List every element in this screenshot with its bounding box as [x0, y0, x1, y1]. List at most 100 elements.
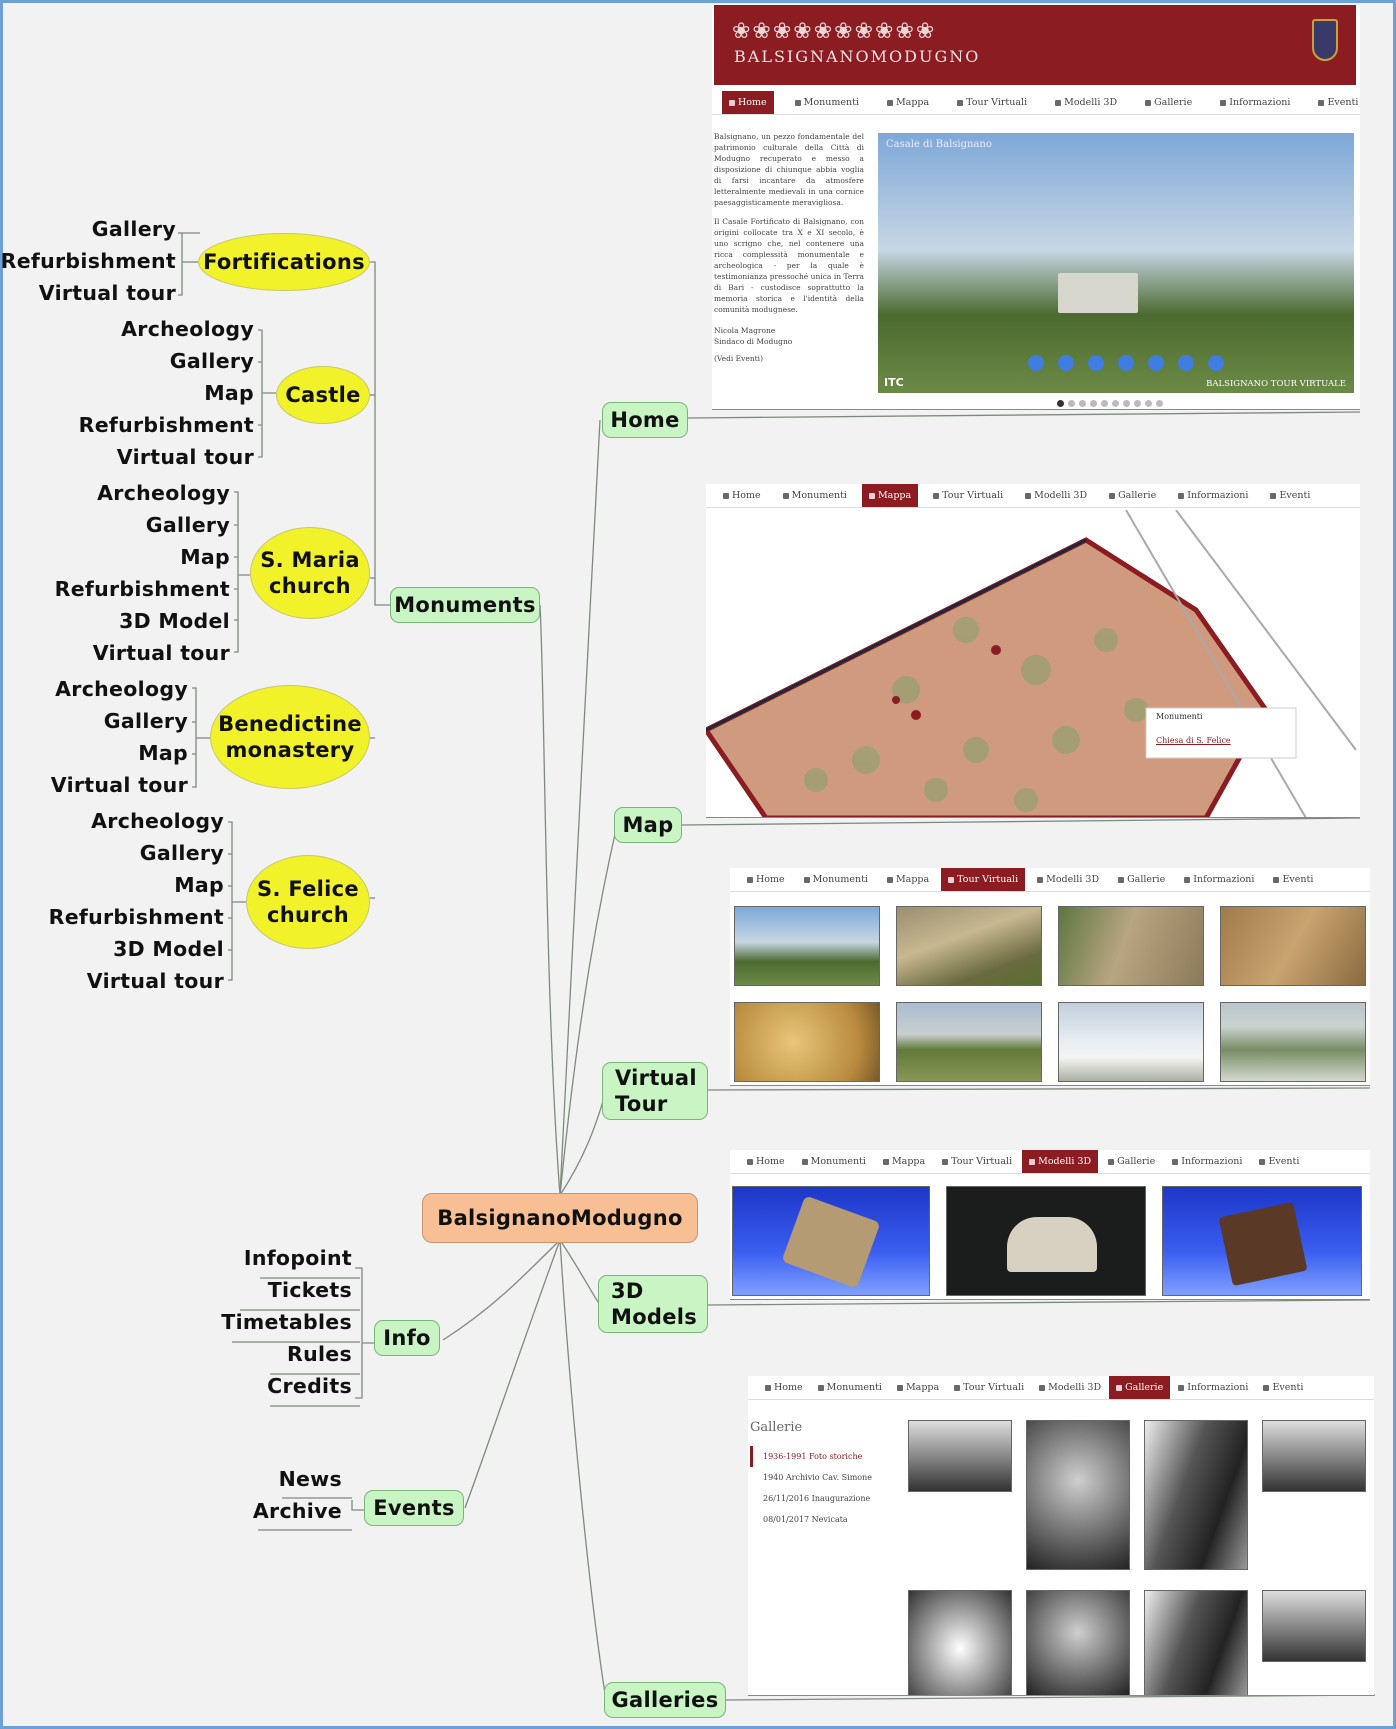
- castle-item-map: Map: [204, 381, 254, 405]
- nav-informazioni[interactable]: Informazioni: [1165, 1150, 1249, 1173]
- nav-mappa[interactable]: Mappa: [880, 91, 936, 114]
- nav-home[interactable]: Home: [716, 484, 768, 507]
- events-item-archive: Archive: [252, 1499, 342, 1523]
- tour-thumbnail[interactable]: [1220, 1002, 1366, 1082]
- nav-mappa[interactable]: Mappa: [861, 484, 919, 507]
- gallery-thumbnail[interactable]: [1026, 1590, 1130, 1695]
- nav-eventi[interactable]: Eventi: [1311, 91, 1360, 114]
- events-node: Events: [364, 1490, 464, 1526]
- info-item-credits: Credits: [267, 1374, 352, 1398]
- gallery-list-item[interactable]: 26/11/2016 Inaugurazione: [763, 1494, 871, 1503]
- nav-monumenti[interactable]: Monumenti: [795, 1150, 873, 1173]
- nav-gallerie[interactable]: Gallerie: [1109, 1376, 1171, 1399]
- panorama-toolbar[interactable]: [1028, 355, 1224, 371]
- nav-home[interactable]: Home: [740, 868, 792, 891]
- galleries-screenshot: Home Monumenti Mappa Tour Virtuali Model…: [748, 1376, 1374, 1696]
- nav-home[interactable]: Home: [740, 1150, 792, 1173]
- tour-thumbnail[interactable]: [1220, 906, 1366, 986]
- nav-monumenti[interactable]: Monumenti: [811, 1376, 889, 1399]
- nav-monumenti[interactable]: Monumenti: [797, 868, 875, 891]
- nav-eventi[interactable]: Eventi: [1266, 868, 1320, 891]
- castle-item-archeology: Archeology: [121, 317, 254, 341]
- itc-logo: ITC: [884, 376, 904, 389]
- nav-tour-virtuali[interactable]: Tour Virtuali: [926, 484, 1010, 507]
- nav-monumenti[interactable]: Monumenti: [776, 484, 854, 507]
- tour-thumbnail[interactable]: [1058, 1002, 1204, 1082]
- nav-gallerie[interactable]: Gallerie: [1111, 868, 1172, 891]
- monuments-node: Monuments: [390, 587, 540, 623]
- nav-informazioni[interactable]: Informazioni: [1213, 91, 1297, 114]
- virtual-tour-node: Virtual Tour: [602, 1062, 708, 1120]
- gallery-thumbnail[interactable]: [1144, 1590, 1248, 1695]
- nav-modelli-3d[interactable]: Modelli 3D: [1022, 1150, 1099, 1173]
- gallery-thumbnail[interactable]: [1262, 1590, 1366, 1662]
- nav-mappa[interactable]: Mappa: [876, 1150, 932, 1173]
- model-viewer[interactable]: [1162, 1186, 1362, 1296]
- tour-thumbnail[interactable]: [896, 1002, 1042, 1082]
- nav-modelli-3d[interactable]: Modelli 3D: [1032, 1376, 1108, 1399]
- nav-home[interactable]: Home: [722, 91, 774, 114]
- carousel-dots[interactable]: [1057, 400, 1163, 407]
- map-node: Map: [614, 807, 682, 843]
- nav-gallerie[interactable]: Gallerie: [1102, 484, 1163, 507]
- smaria-item-map: Map: [180, 545, 230, 569]
- nav-eventi[interactable]: Eventi: [1256, 1376, 1310, 1399]
- smaria-item-3d-model: 3D Model: [119, 609, 230, 633]
- nav-informazioni[interactable]: Informazioni: [1171, 1376, 1255, 1399]
- nav-monumenti[interactable]: Monumenti: [788, 91, 866, 114]
- sfelice-item-virtual-tour: Virtual tour: [86, 969, 224, 993]
- fortifications-item-gallery: Gallery: [91, 217, 176, 241]
- info-item-rules: Rules: [286, 1342, 352, 1366]
- nav-gallerie[interactable]: Gallerie: [1138, 91, 1199, 114]
- home-node: Home: [602, 402, 688, 438]
- gallery-thumbnail[interactable]: [908, 1420, 1012, 1492]
- nav-informazioni[interactable]: Informazioni: [1171, 484, 1255, 507]
- model-viewer[interactable]: [732, 1186, 930, 1296]
- 3d-models-node: 3D Models: [598, 1275, 708, 1333]
- tour-thumbnail[interactable]: [734, 1002, 880, 1082]
- gallery-thumbnail[interactable]: [1144, 1420, 1248, 1570]
- sfelice-item-map: Map: [174, 873, 224, 897]
- nav-mappa[interactable]: Mappa: [880, 868, 936, 891]
- nav-informazioni[interactable]: Informazioni: [1177, 868, 1261, 891]
- benedictine-node: Benedictine monastery: [210, 685, 370, 789]
- castle-illustration: [1058, 273, 1138, 313]
- model-viewer[interactable]: [946, 1186, 1146, 1296]
- nav-gallerie[interactable]: Gallerie: [1101, 1150, 1162, 1173]
- nav-tour-virtuali[interactable]: Tour Virtuali: [950, 91, 1034, 114]
- nav-mappa[interactable]: Mappa: [890, 1376, 946, 1399]
- benedictine-item-map: Map: [138, 741, 188, 765]
- panorama-footer: BALSIGNANO TOUR VIRTUALE: [1206, 379, 1346, 389]
- nav-tour-virtuali[interactable]: Tour Virtuali: [941, 868, 1026, 891]
- nav-tour-virtuali[interactable]: Tour Virtuali: [947, 1376, 1031, 1399]
- benedictine-item-archeology: Archeology: [55, 677, 188, 701]
- tour-thumbnail[interactable]: [734, 906, 880, 986]
- gallery-thumbnail[interactable]: [1262, 1420, 1366, 1492]
- nav-tour-virtuali[interactable]: Tour Virtuali: [935, 1150, 1019, 1173]
- tour-thumbnail[interactable]: [1058, 906, 1204, 986]
- gallery-list-item[interactable]: 1940 Archivio Cav. Simone: [763, 1473, 873, 1482]
- events-item-news: News: [278, 1467, 342, 1491]
- gallery-list-item[interactable]: 08/01/2017 Nevicata: [763, 1515, 848, 1524]
- nav-modelli-3d[interactable]: Modelli 3D: [1018, 484, 1094, 507]
- gallery-thumbnail[interactable]: [908, 1590, 1012, 1695]
- nav-modelli-3d[interactable]: Modelli 3D: [1030, 868, 1106, 891]
- nav-modelli-3d[interactable]: Modelli 3D: [1048, 91, 1124, 114]
- map-popup-link[interactable]: Chiesa di S. Felice: [1156, 736, 1231, 745]
- panorama-viewer[interactable]: Casale di Balsignano ITC BALSIGNANO TOUR…: [878, 133, 1354, 393]
- tour-thumbnail[interactable]: [896, 906, 1042, 986]
- fortifications-node: Fortifications: [198, 233, 370, 291]
- castle-item-virtual-tour: Virtual tour: [116, 445, 254, 469]
- site-brand: BALSIGNANOMODUGNO: [734, 47, 981, 66]
- nav-eventi[interactable]: Eventi: [1252, 1150, 1306, 1173]
- nav-home[interactable]: Home: [758, 1376, 810, 1399]
- info-item-tickets: Tickets: [267, 1278, 352, 1302]
- home-screenshot: ❀❀❀❀❀❀❀❀❀❀ BALSIGNANOMODUGNO Home Monume…: [712, 5, 1360, 410]
- map-nav: Home Monumenti Mappa Tour Virtuali Model…: [706, 484, 1360, 508]
- smaria-item-archeology: Archeology: [97, 481, 230, 505]
- nav-eventi[interactable]: Eventi: [1263, 484, 1317, 507]
- virtual-tour-screenshot: Home Monumenti Mappa Tour Virtuali Model…: [730, 868, 1370, 1086]
- gallery-list-item[interactable]: 1936-1991 Foto storiche: [750, 1446, 890, 1467]
- gallery-thumbnail[interactable]: [1026, 1420, 1130, 1570]
- map-canvas[interactable]: [706, 510, 1360, 818]
